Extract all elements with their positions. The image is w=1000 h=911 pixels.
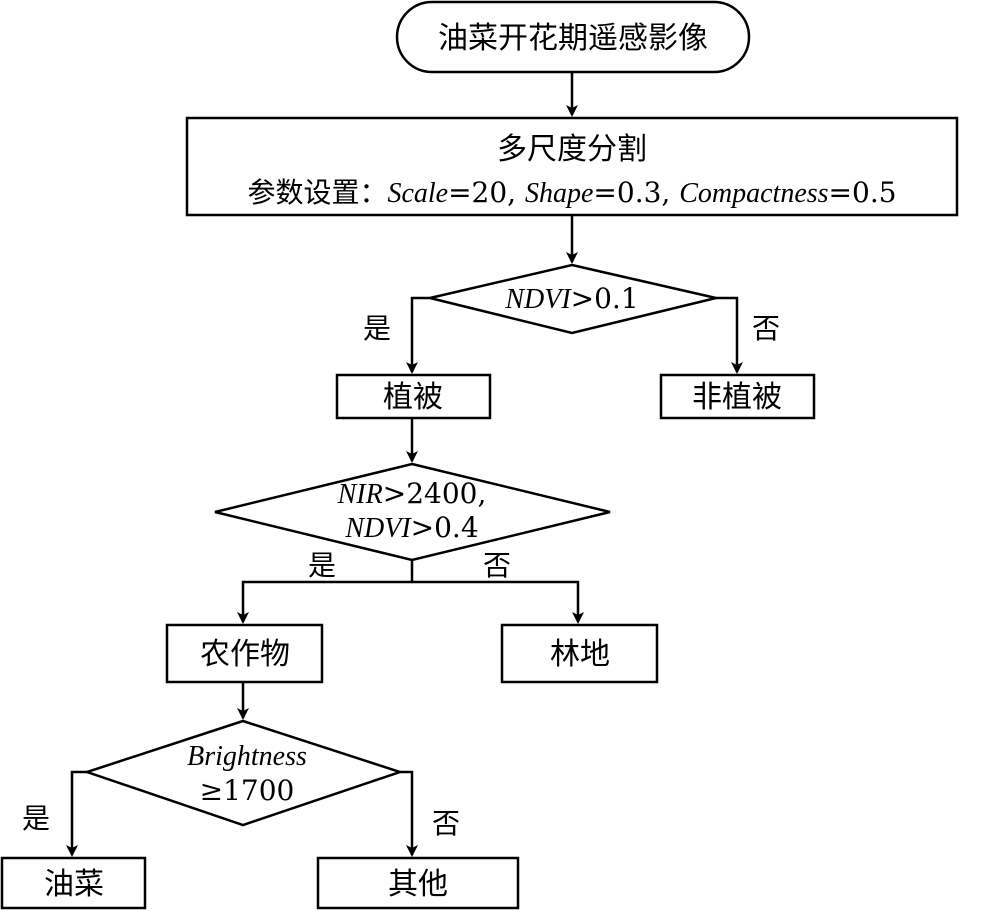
- decision1-no-label: 否: [752, 312, 780, 345]
- edge-decision3-no: [400, 770, 418, 857]
- decision2-yes-label: 是: [308, 549, 336, 582]
- non-vegetation-label: 非植被: [692, 380, 782, 415]
- crops-label: 农作物: [200, 637, 290, 672]
- edge-decision2-yes: [237, 560, 414, 624]
- edge-decision3-yes: [66, 770, 87, 857]
- others-label: 其他: [388, 867, 448, 902]
- edge-decision2-no: [412, 580, 584, 624]
- vegetation-label: 植被: [383, 380, 443, 415]
- segmentation-box: [185, 116, 959, 217]
- edge-decision1-yes: [406, 296, 430, 374]
- decision3-yes-label: 是: [22, 802, 50, 835]
- rapeseed-label: 油菜: [44, 867, 104, 902]
- rapeseed-box: [0, 856, 147, 910]
- segmentation-title: 多尺度分割: [497, 132, 647, 167]
- decision2-condition-line1: NIR>2400,: [337, 477, 487, 510]
- start-node: [395, 0, 751, 74]
- decision1-condition: NDVI>0.1: [504, 282, 638, 315]
- decision1-yes-label: 是: [363, 312, 391, 345]
- others-box: [316, 856, 520, 910]
- vegetation-box: [335, 373, 492, 420]
- forest-label: 林地: [550, 637, 610, 672]
- decision3-condition-line2: ≥1700: [200, 774, 295, 807]
- decision2-condition-line2: NDVI>0.4: [344, 511, 478, 544]
- non-vegetation-box: [659, 373, 816, 420]
- decision3-diamond: [83, 719, 404, 827]
- forest-box: [500, 623, 659, 684]
- start-label: 油菜开花期遥感影像: [438, 21, 708, 56]
- decision3-no-label: 否: [432, 807, 460, 840]
- decision2-no-label: 否: [483, 549, 511, 582]
- decision2-diamond: [214, 462, 611, 562]
- segmentation-params: 参数设置：Scale=20, Shape=0.3, Compactness=0.…: [247, 176, 896, 209]
- crops-box: [165, 623, 324, 684]
- edge-decision1-no: [716, 296, 743, 374]
- decision1-diamond: [429, 263, 717, 335]
- decision3-condition-line1: Brightness: [187, 741, 307, 772]
